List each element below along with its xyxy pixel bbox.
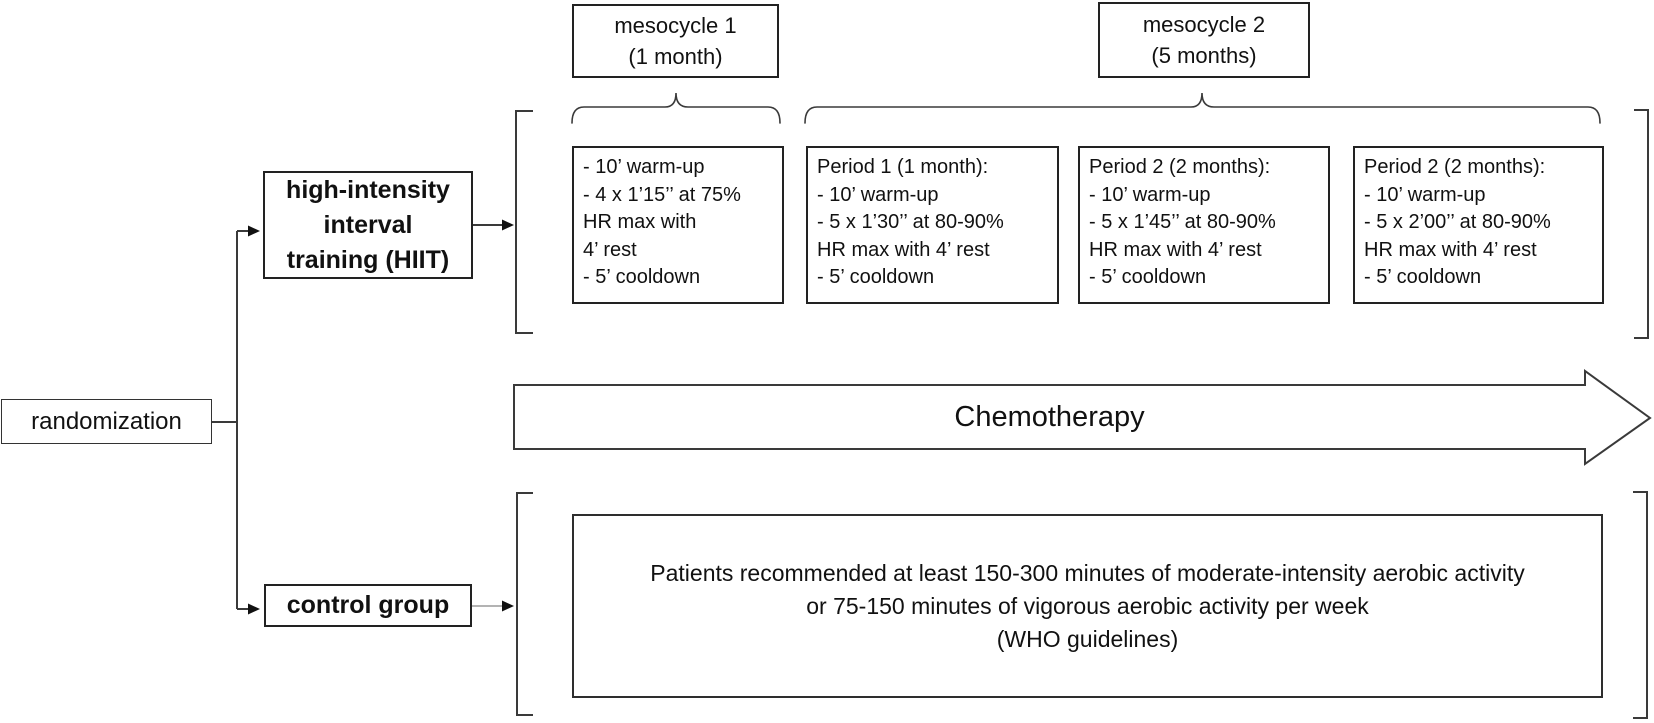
session-line: HR max with 4’ rest [1089,238,1262,261]
mesocycle-2-name: mesocycle 2 [1142,12,1266,37]
mesocycle-1-box: mesocycle 1 (1 month) [572,4,779,78]
control-output-arrow-head-icon [502,600,514,612]
bracket-bottom-right [1633,491,1648,719]
hiit-output-arrow-head-icon [502,219,514,231]
chemotherapy-arrow [513,369,1652,466]
mesocycle-1-duration: (1 month) [628,44,723,69]
session-line: - 5’ cooldown [583,266,701,288]
session-box-mesocycle1: - 10’ warm-up - 4 x 1’15’’ at 75% HR max… [572,146,784,304]
session-line: - 5 x 1’30’’ at 80-90% [817,211,1004,233]
session-line: - 5’ cooldown [1364,266,1482,288]
brace-mesocycle-1 [571,92,781,124]
who-recommendation-box: Patients recommended at least 150-300 mi… [572,514,1603,698]
session-line: HR max with 4’ rest [1364,238,1537,261]
randomization-box: randomization [1,399,212,444]
bracket-bottom-left [516,492,533,716]
chemotherapy-label: Chemotherapy [954,401,1145,433]
session-line: 4’ rest [583,238,637,261]
session-line: Period 2 (2 months): [1364,156,1546,178]
brace-mesocycle-2 [804,92,1601,124]
session-line: HR max with 4’ rest [817,238,990,261]
session-line: - 5 x 2’00’’ at 80-90% [1364,211,1551,233]
arrow-to-control-head-icon [248,603,260,615]
arrow-to-hiit-head-icon [248,225,260,237]
who-recommendation-line: Patients recommended at least 150-300 mi… [650,559,1525,586]
session-line: - 5’ cooldown [817,266,935,288]
mesocycle-2-duration: (5 months) [1151,43,1257,68]
randomization-label: randomization [31,407,182,435]
session-line: Period 2 (2 months): [1089,156,1271,178]
hiit-group-line: high-intensity [286,175,450,204]
bracket-top-right [1634,109,1649,339]
session-line: - 10’ warm-up [1364,183,1486,206]
session-box-period2a: Period 2 (2 months): - 10’ warm-up - 5 x… [1078,146,1330,304]
hiit-group-box: high-intensity interval training (HIIT) [263,171,473,279]
session-line: - 10’ warm-up [1089,183,1211,206]
session-line: - 4 x 1’15’’ at 75% [583,183,741,206]
who-recommendation-line: (WHO guidelines) [996,625,1179,652]
mesocycle-1-name: mesocycle 1 [614,13,737,38]
hiit-group-line: training (HIIT) [286,245,450,274]
mesocycle-2-box: mesocycle 2 (5 months) [1098,2,1310,78]
session-line: - 10’ warm-up [817,183,939,206]
session-line: Period 1 (1 month): [817,156,989,178]
control-group-box: control group [264,584,472,627]
control-group-label: control group [286,591,450,619]
session-line: - 5 x 1’45’’ at 80-90% [1089,211,1276,233]
session-box-period2b: Period 2 (2 months): - 10’ warm-up - 5 x… [1353,146,1604,304]
bracket-top-left [515,110,533,334]
session-line: - 5’ cooldown [1089,266,1207,288]
who-recommendation-line: or 75-150 minutes of vigorous aerobic ac… [806,592,1369,619]
session-line: HR max with [583,211,697,233]
session-line: - 10’ warm-up [583,156,705,178]
hiit-group-line: interval [323,210,413,239]
session-box-period1: Period 1 (1 month): - 10’ warm-up - 5 x … [806,146,1059,304]
